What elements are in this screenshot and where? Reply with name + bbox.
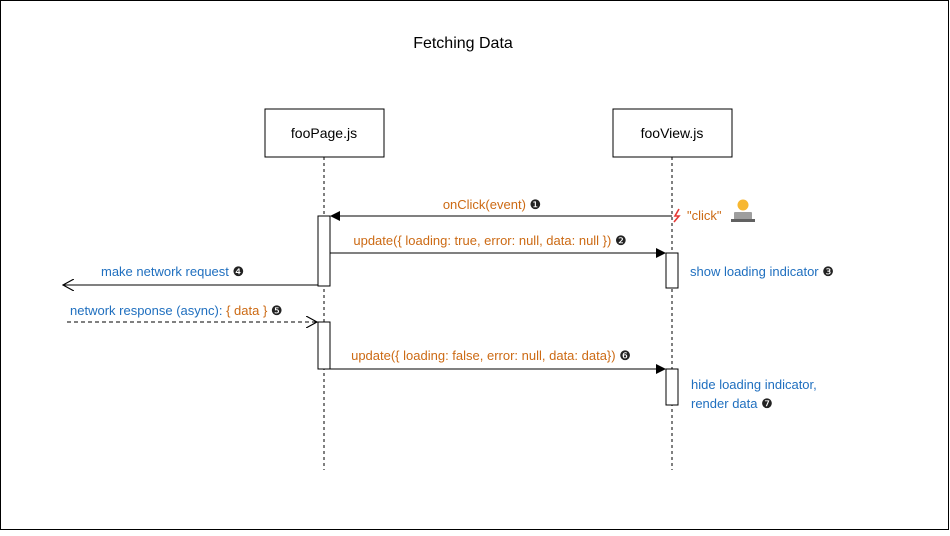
diagram-title: Fetching Data [413, 35, 513, 52]
user-at-laptop-icon [731, 199, 755, 222]
update-data-label: update({ loading: false, error: null, da… [351, 348, 631, 363]
step-2-badge: ❷ [615, 233, 627, 248]
lightning-icon [673, 208, 681, 223]
click-label: "click" [687, 208, 722, 223]
page-activation-2 [317, 321, 331, 370]
network-response-label: network response (async): { data } ❺ [70, 303, 283, 318]
view-activation-2 [665, 368, 679, 406]
step-6-badge: ❻ [619, 348, 631, 363]
onclick-label: onClick(event) ❶ [443, 197, 541, 212]
step-4-badge: ❹ [233, 264, 245, 279]
page-activation-1 [317, 215, 331, 287]
network-request-label: make network request ❹ [101, 264, 244, 279]
step-5-badge: ❺ [271, 303, 283, 318]
participant-fooview-label: fooView.js [641, 125, 704, 141]
step-3-badge: ❸ [822, 264, 834, 279]
view-activation-1 [665, 252, 679, 289]
participant-foopage-label: fooPage.js [291, 125, 357, 141]
hide-loading-label-line2: render data ❼ [691, 396, 773, 411]
update-loading-label: update({ loading: true, error: null, dat… [353, 233, 626, 248]
participant-foopage[interactable]: fooPage.js [264, 108, 385, 158]
step-1-badge: ❶ [530, 197, 542, 212]
hide-loading-label-line1: hide loading indicator, [691, 377, 817, 392]
show-loading-label: show loading indicator ❸ [690, 264, 834, 279]
step-7-badge: ❼ [761, 396, 773, 411]
participant-fooview[interactable]: fooView.js [612, 108, 733, 158]
